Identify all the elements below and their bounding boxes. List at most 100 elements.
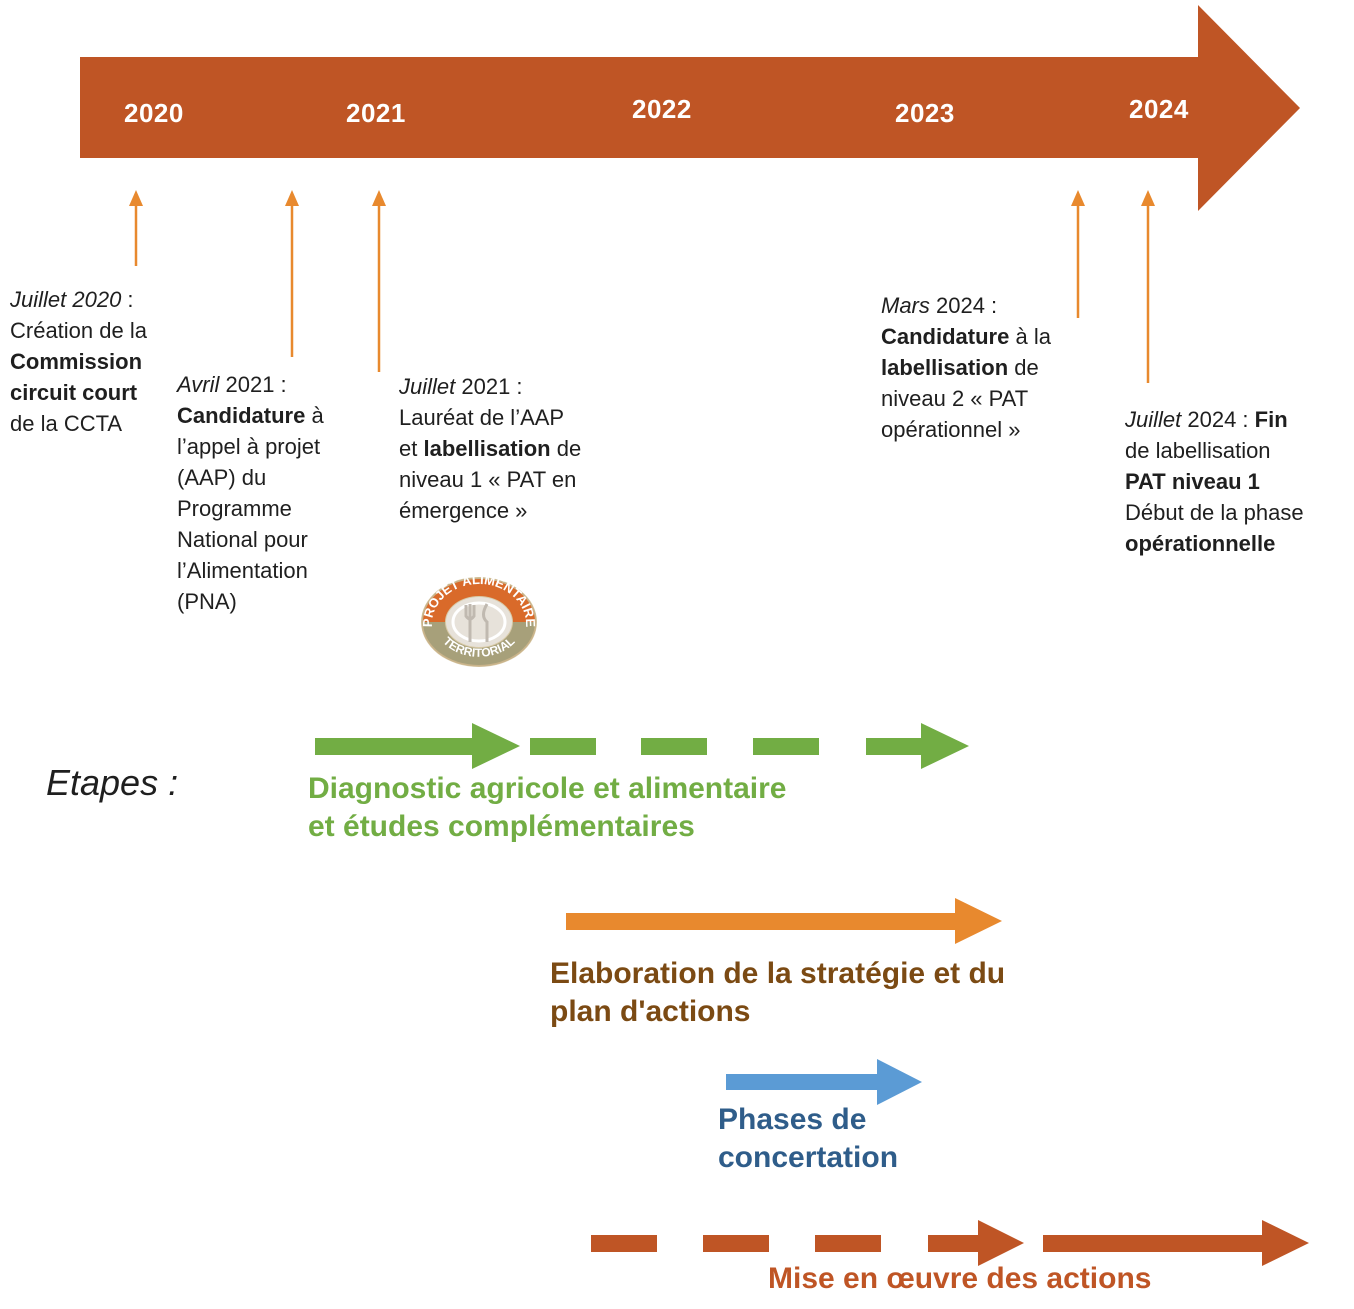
step-label-line: Diagnostic agricole et alimentaire bbox=[308, 772, 787, 805]
event-line: et labellisation de bbox=[399, 433, 581, 464]
event-text-run: opérationnelle bbox=[1125, 531, 1276, 556]
event-text-run: Avril bbox=[177, 372, 220, 397]
step1-arrow-dash bbox=[641, 738, 707, 755]
event-text-run: PAT niveau 1 bbox=[1125, 469, 1260, 494]
event-line: Candidature à la bbox=[881, 321, 1051, 352]
event-text-run: circuit court bbox=[10, 380, 138, 405]
event-text-run: l’appel à projet bbox=[177, 434, 321, 459]
event-text-run: Juillet bbox=[1125, 407, 1182, 432]
event-text-run: : bbox=[121, 287, 134, 312]
event-text-run: Commission bbox=[10, 349, 143, 374]
event-text-run: l’Alimentation bbox=[177, 558, 308, 583]
pointer-juillet-2020-head bbox=[129, 190, 143, 206]
event-text-run: niveau 2 « PAT bbox=[881, 386, 1029, 411]
pointer-juillet-2024-head bbox=[1141, 190, 1155, 206]
step3-arrow-shaft bbox=[726, 1074, 877, 1090]
event-line: niveau 2 « PAT bbox=[881, 383, 1051, 414]
step4-arrow-dash bbox=[815, 1235, 881, 1252]
event-text-run: et bbox=[399, 436, 424, 461]
pointer-juillet-2021-head bbox=[372, 190, 386, 206]
event-text-run: 2024 : bbox=[929, 293, 998, 318]
event-line: Juillet 2024 : Fin bbox=[1125, 404, 1304, 435]
event-line: l’appel à projet bbox=[177, 431, 324, 462]
event-avril-2021: Avril 2021 :Candidature à l’appel à proje… bbox=[177, 369, 324, 617]
step4-arrow-dash bbox=[591, 1235, 657, 1252]
event-line: Lauréat de l’AAP bbox=[399, 402, 581, 433]
event-line: circuit court bbox=[10, 377, 147, 408]
step4-arrow-head-1 bbox=[978, 1220, 1024, 1266]
step-label-line: plan d'actions bbox=[550, 995, 751, 1028]
event-text-run: National pour bbox=[177, 527, 308, 552]
event-text-run: (AAP) du bbox=[177, 465, 267, 490]
year-label-2023: 2023 bbox=[895, 98, 955, 128]
event-line: (AAP) du bbox=[177, 462, 324, 493]
step-label-strategie: Elaboration de la stratégie et du plan d… bbox=[550, 955, 1005, 1031]
event-text-run: 2021 : bbox=[455, 374, 523, 399]
event-text-run: Création de la bbox=[10, 318, 147, 343]
step2-arrow-shaft bbox=[566, 913, 955, 930]
timeline-arrow bbox=[80, 5, 1300, 211]
pat-logo-icon: PROJET ALIMENTAIRE TERRITORIAL bbox=[420, 572, 538, 667]
event-line: Candidature à bbox=[177, 400, 324, 431]
event-line: émergence » bbox=[399, 495, 581, 526]
event-text-run: à bbox=[305, 403, 324, 428]
event-text-run: de la CCTA bbox=[10, 411, 123, 436]
step3-arrow-head bbox=[877, 1059, 922, 1105]
event-text-run: Juillet 2020 bbox=[10, 287, 122, 312]
event-text-run: Mars bbox=[881, 293, 930, 318]
step-label-mise-en-oeuvre: Mise en œuvre des actions bbox=[768, 1260, 1151, 1298]
year-label-2020: 2020 bbox=[124, 98, 184, 128]
event-line: Mars 2024 : bbox=[881, 290, 1051, 321]
event-juillet-2020: Juillet 2020 : Création de la Commission ci… bbox=[10, 284, 147, 439]
pointer-mars-2024-head bbox=[1071, 190, 1085, 206]
event-line: Juillet 2020 : bbox=[10, 284, 147, 315]
event-text-run: Programme bbox=[177, 496, 292, 521]
event-text-run: Candidature bbox=[881, 324, 1010, 349]
event-line: Création de la bbox=[10, 315, 147, 346]
event-text-run: niveau 1 « PAT en bbox=[399, 467, 577, 492]
step2-arrow-head bbox=[955, 898, 1002, 944]
event-text-run: 2024 : bbox=[1181, 407, 1255, 432]
event-line: PAT niveau 1 bbox=[1125, 466, 1304, 497]
step-label-line: Elaboration de la stratégie et du bbox=[550, 957, 1006, 990]
step1-arrow-dash bbox=[530, 738, 596, 755]
step1-arrow-dash bbox=[866, 738, 921, 755]
event-text-run: labellisation bbox=[423, 436, 551, 461]
event-text-run: de bbox=[1008, 355, 1039, 380]
step-label-line: concertation bbox=[718, 1141, 899, 1174]
step-label-line: et études complémentaires bbox=[308, 810, 695, 843]
steps-title: Etapes : bbox=[46, 762, 179, 803]
step4-arrow-head-2 bbox=[1262, 1220, 1309, 1266]
event-line: de labellisation bbox=[1125, 435, 1304, 466]
step1-arrow-solid bbox=[315, 738, 472, 755]
event-text-run: labellisation bbox=[881, 355, 1009, 380]
step1-arrow-dash bbox=[753, 738, 819, 755]
step-label-line: Phases de bbox=[718, 1103, 867, 1136]
step-label-concertation: Phases de concertation bbox=[718, 1101, 898, 1177]
event-line: Avril 2021 : bbox=[177, 369, 324, 400]
event-line: (PNA) bbox=[177, 586, 324, 617]
step4-arrow-shaft bbox=[1043, 1235, 1262, 1252]
event-text-run: opérationnel » bbox=[881, 417, 1021, 442]
event-text-run: Juillet bbox=[399, 374, 456, 399]
event-text-run: de bbox=[550, 436, 582, 461]
year-label-2024: 2024 bbox=[1129, 94, 1189, 124]
step-label-line: Mise en œuvre des actions bbox=[768, 1262, 1152, 1295]
event-line: opérationnel » bbox=[881, 414, 1051, 445]
event-text-run: de labellisation bbox=[1125, 438, 1271, 463]
event-line: labellisation de bbox=[881, 352, 1051, 383]
year-label-2021: 2021 bbox=[346, 98, 406, 128]
step1-arrow-head-1 bbox=[472, 723, 520, 769]
event-text-run: Lauréat de l’AAP bbox=[399, 405, 565, 430]
event-line: Programme bbox=[177, 493, 324, 524]
step-label-diagnostic: Diagnostic agricole et alimentaire et ét… bbox=[308, 770, 787, 846]
event-line: de la CCTA bbox=[10, 408, 147, 439]
event-line: opérationnelle bbox=[1125, 528, 1304, 559]
step4-arrow-dash bbox=[703, 1235, 769, 1252]
step4-arrow-dash bbox=[928, 1235, 978, 1252]
event-juillet-2021: Juillet 2021 : Lauréat de l’AAP et labelli… bbox=[399, 371, 581, 526]
event-line: Juillet 2021 : bbox=[399, 371, 581, 402]
event-text-run: émergence » bbox=[399, 498, 528, 523]
